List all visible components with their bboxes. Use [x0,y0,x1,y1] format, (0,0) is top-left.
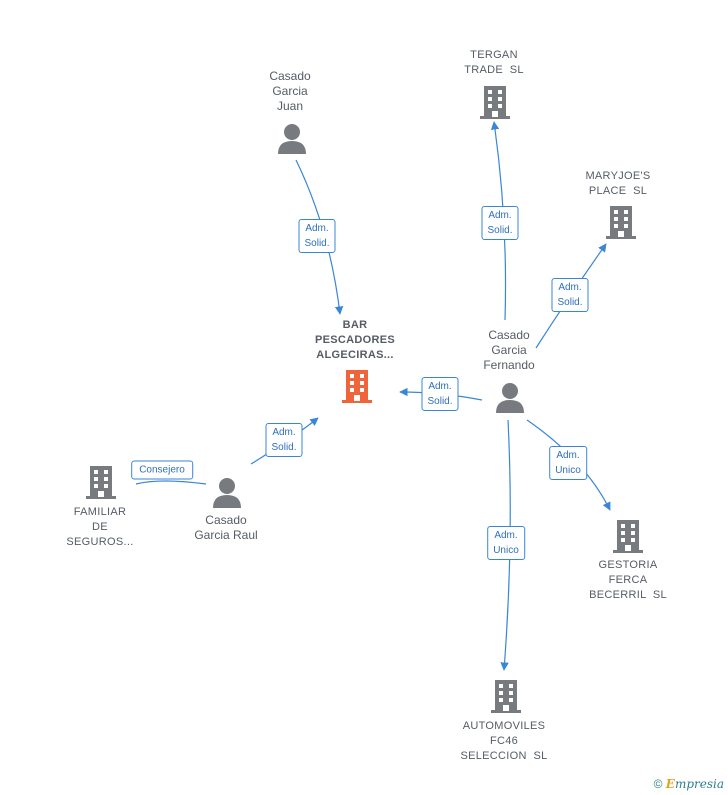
brand-logo: Empresia [665,777,724,791]
company-building-icon-familiar[interactable] [85,464,117,505]
node-label-gestoria[interactable]: GESTORIA FERCA BECERRIL SL [589,559,667,601]
company-building-icon-gestoria[interactable] [612,518,644,559]
company-building-icon-automoviles[interactable] [490,678,522,719]
node-label-automoviles[interactable]: AUTOMOVILES FC46 SELECCION SL [460,720,548,762]
edge-badge-raul-familiar: Consejero [131,460,193,480]
copyright-icon: © [653,777,663,791]
company-building-icon-main[interactable] [341,368,373,409]
edge-badge-juan-main: Adm. Solid. [298,219,336,253]
company-building-icon-maryjoes[interactable] [605,204,637,245]
node-label-maryjoes[interactable]: MARYJOE'S PLACE SL [585,170,651,197]
company-building-icon-tergan[interactable] [479,84,511,125]
node-label-tergan[interactable]: TERGAN TRADE SL [464,49,524,76]
person-icon-fernando[interactable] [495,382,525,419]
person-icon-raul[interactable] [212,477,242,514]
edge-badge-fernando-main: Adm. Solid. [421,377,459,411]
person-icon-juan[interactable] [277,123,307,160]
node-label-juan[interactable]: Casado Garcia Juan [269,69,311,113]
node-label-main[interactable]: BAR PESCADORES ALGECIRAS... [314,319,396,361]
edge-raul-familiar [135,480,207,485]
edge-badge-fernando-automoviles: Adm. Unico [487,526,525,560]
node-label-familiar[interactable]: FAMILIAR DE SEGUROS... [66,506,134,548]
edge-badge-fernando-gestoria: Adm. Unico [549,446,587,480]
node-label-raul[interactable]: Casado Garcia Raul [194,513,258,542]
node-label-fernando[interactable]: Casado Garcia Fernando [483,328,535,372]
footer-brand[interactable]: © Empresia [654,777,724,791]
edge-badge-raul-main: Adm. Solid. [265,423,303,457]
edge-badge-fernando-tergan: Adm. Solid. [481,206,519,240]
edge-badge-fernando-maryjoes: Adm. Solid. [551,278,589,312]
